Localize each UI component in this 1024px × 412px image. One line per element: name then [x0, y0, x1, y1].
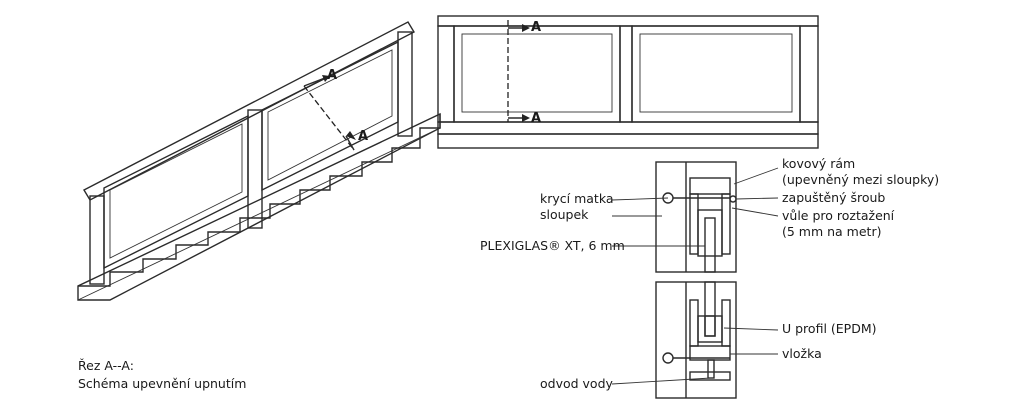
countersunk-screw	[729, 195, 737, 203]
elevation-post	[437, 25, 455, 123]
elevation-panel-plexiglas	[639, 33, 793, 113]
stair-panel-plexiglas	[267, 49, 393, 181]
elevation-post	[799, 25, 819, 123]
post-section-upper	[655, 161, 737, 273]
top-rail	[437, 15, 819, 27]
stair-post	[397, 31, 413, 137]
bottom-rail	[437, 121, 819, 135]
label-cap-nut: krycí matka	[540, 191, 614, 206]
label-insert: vložka	[782, 346, 822, 361]
elevation-post	[619, 25, 633, 123]
u-profile	[697, 315, 723, 343]
label-expansion-gap: vůle pro roztažení	[782, 208, 895, 223]
section-detail-drawing	[611, 161, 779, 399]
stair-post	[247, 109, 263, 229]
elevation-panel-frame	[631, 25, 801, 123]
label-metal-frame: kovový rám	[782, 156, 855, 171]
label-expansion-gap-note: (5 mm na metr)	[782, 224, 881, 239]
stair-post	[89, 195, 105, 285]
post-section-lower	[655, 281, 737, 399]
caption-section: Řez A--A:	[78, 358, 134, 373]
label-metal-frame-note: (upevněný mezi sloupky)	[782, 172, 939, 187]
handrail	[83, 21, 415, 201]
stair-railing-drawing: A A	[77, 21, 441, 301]
caption-title: Schéma upevnění upnutím	[78, 376, 246, 391]
u-profile	[697, 209, 723, 257]
section-line	[303, 85, 355, 151]
section-marker-a: A	[531, 111, 541, 126]
section-marker-a: A	[327, 68, 337, 83]
stair-stringer	[77, 112, 441, 301]
drain	[707, 359, 715, 379]
label-countersunk-screw: zapuštěný šroub	[782, 190, 885, 205]
stair-steps	[78, 114, 441, 287]
label-plexiglas-sheet: PLEXIGLAS® XT, 6 mm	[480, 238, 625, 253]
elevation-panel-frame	[453, 25, 621, 123]
label-post: sloupek	[540, 207, 589, 222]
elevation-panel-plexiglas	[461, 33, 613, 113]
plexiglas-sheet	[704, 217, 716, 273]
label-u-profile: U profil (EPDM)	[782, 321, 877, 336]
stair-panel-plexiglas	[109, 123, 243, 259]
cap-nut	[662, 352, 674, 364]
section-marker-a: A	[531, 20, 541, 35]
stair-panel-frame	[261, 40, 399, 192]
stair-panel-frame	[103, 114, 249, 270]
railing-elevation-drawing: A A	[437, 15, 819, 149]
section-marker-a: A	[358, 129, 368, 144]
metal-frame	[689, 177, 731, 195]
label-drain: odvod vody	[540, 376, 614, 391]
